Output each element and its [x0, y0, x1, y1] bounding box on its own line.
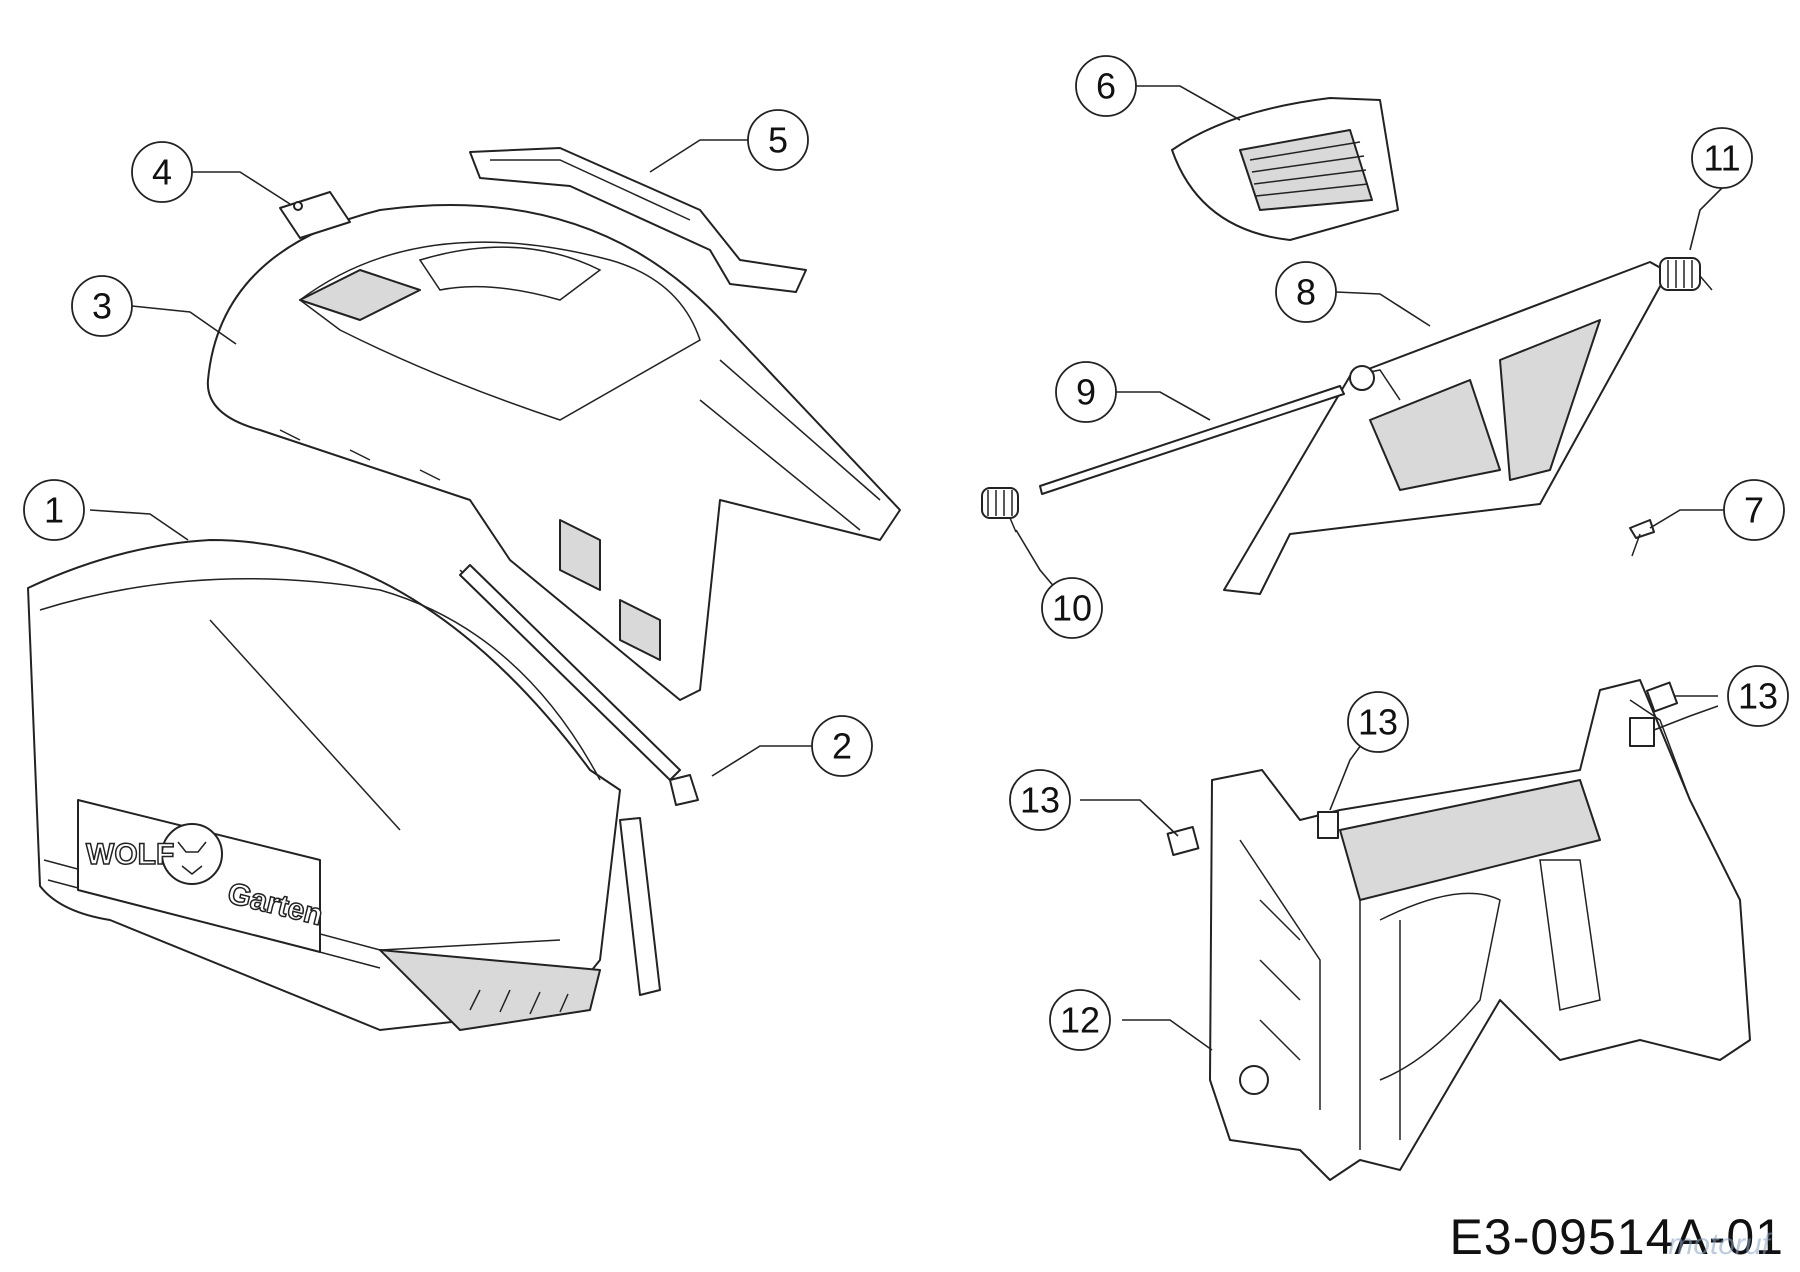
watermark: motoruf	[1668, 1228, 1770, 1261]
brand-plate: WOLF Garten	[77, 799, 327, 953]
callout-13: 13	[1009, 769, 1071, 831]
callout-circle	[131, 141, 193, 203]
clip-nut-lower-right	[1629, 717, 1655, 747]
small-cover-plate	[279, 191, 351, 239]
callout-circle	[1691, 127, 1753, 189]
callout-2: 2	[811, 715, 873, 777]
callout-circle	[1009, 769, 1071, 831]
leader-lines	[89, 85, 1724, 1051]
callout-12: 12	[1049, 989, 1111, 1051]
callout-circle	[23, 479, 85, 541]
callout-7: 7	[1723, 479, 1785, 541]
callout-circle	[1727, 665, 1789, 727]
callout-number: 4	[152, 152, 172, 193]
callout-circle	[1055, 361, 1117, 423]
callout-5: 5	[747, 109, 809, 171]
callout-13: 13	[1347, 691, 1409, 753]
callout-number: 12	[1060, 1000, 1100, 1041]
callout-13: 13	[1727, 665, 1789, 727]
callout-1: 1	[23, 479, 85, 541]
callout-number: 13	[1020, 780, 1060, 821]
callout-number: 9	[1076, 372, 1096, 413]
frame-rod	[459, 564, 699, 996]
carry-handle	[469, 147, 807, 293]
callout-circle	[71, 275, 133, 337]
rear-flap	[1223, 261, 1669, 595]
callout-4: 4	[131, 141, 193, 203]
callout-number: 1	[44, 490, 64, 531]
callout-circle	[1347, 691, 1409, 753]
callout-number: 7	[1744, 490, 1764, 531]
callout-circle	[1075, 55, 1137, 117]
callout-number: 5	[768, 120, 788, 161]
callout-circle	[1275, 261, 1337, 323]
callout-number: 8	[1296, 272, 1316, 313]
callout-3: 3	[71, 275, 133, 337]
callout-number: 2	[832, 726, 852, 767]
callout-10: 10	[1041, 577, 1103, 639]
callout-8: 8	[1275, 261, 1337, 323]
callout-number: 11	[1703, 138, 1740, 179]
callout-11: 11	[1691, 127, 1753, 189]
callout-circle	[747, 109, 809, 171]
callout-number: 3	[92, 286, 112, 327]
screw	[1629, 519, 1655, 557]
callout-number: 6	[1096, 66, 1116, 107]
catcher-top-cover	[206, 204, 901, 701]
callout-circle	[811, 715, 873, 777]
chassis-housing	[1209, 679, 1751, 1181]
clip-nut-center	[1317, 811, 1339, 839]
vent-grille-cover	[1171, 97, 1399, 241]
drawing-code: E3-09514A-01	[1449, 1209, 1784, 1265]
callout-9: 9	[1055, 361, 1117, 423]
callout-circle	[1049, 989, 1111, 1051]
callout-circle	[1041, 577, 1103, 639]
grass-catcher-bag: WOLF Garten	[27, 539, 681, 1031]
callout-6: 6	[1075, 55, 1137, 117]
brand-word-1: WOLF	[86, 838, 174, 871]
callout-number: 13	[1738, 676, 1778, 717]
clip-nut-upper-right	[1645, 681, 1679, 713]
callout-number: 13	[1358, 702, 1398, 743]
torsion-spring-left	[981, 487, 1019, 533]
torsion-spring-right	[1659, 257, 1713, 291]
hinge-rod	[1039, 385, 1345, 495]
callout-number: 10	[1052, 588, 1092, 629]
callout-circle	[1723, 479, 1785, 541]
